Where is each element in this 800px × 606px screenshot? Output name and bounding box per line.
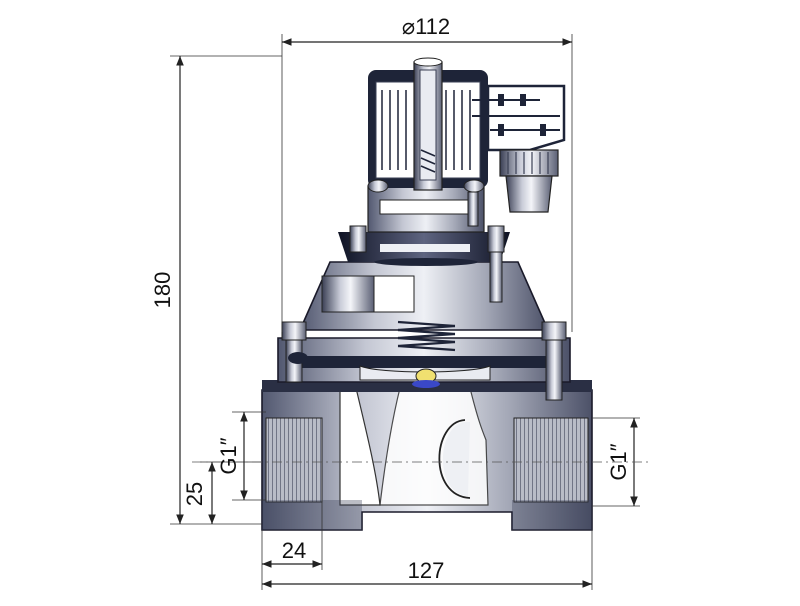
dim-port-left: G1″ — [216, 437, 241, 474]
dim-thread-length: 24 — [282, 538, 306, 563]
left-thread — [265, 417, 323, 503]
solenoid-head — [367, 57, 566, 233]
nut-icon — [281, 321, 567, 401]
valve-cover — [277, 225, 571, 401]
dim-port-right: G1″ — [606, 443, 631, 480]
dim-top-diameter: ⌀112 — [402, 14, 450, 39]
spring-icon — [397, 320, 456, 352]
right-thread — [513, 417, 589, 503]
dim-bottom-offset: 25 — [182, 482, 207, 506]
dim-height: 180 — [150, 272, 175, 309]
dim-overall-length: 127 — [408, 558, 445, 583]
valve-body — [261, 380, 593, 531]
coil-icon — [368, 57, 488, 191]
cable-gland-icon — [499, 149, 559, 213]
dimension-lines — [170, 34, 652, 590]
